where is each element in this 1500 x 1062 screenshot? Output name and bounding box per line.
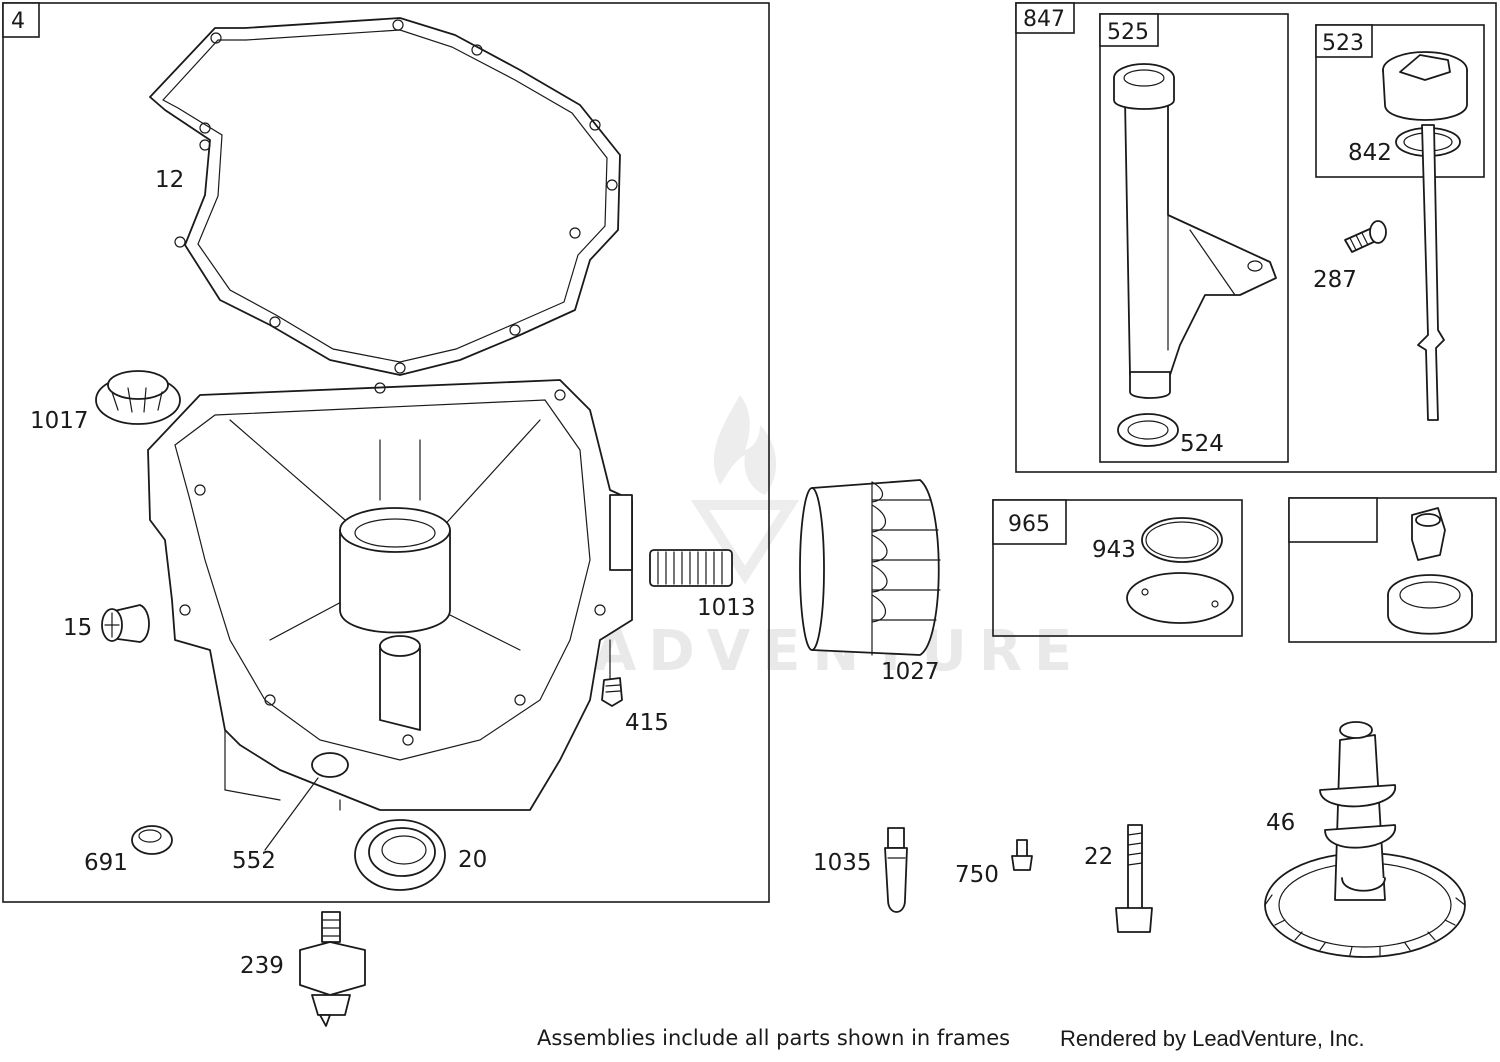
footer: Assemblies include all parts shown in fr… bbox=[0, 1026, 1500, 1056]
callout-1013: 1013 bbox=[697, 595, 756, 621]
callout-1035: 1035 bbox=[813, 850, 872, 876]
dipstick-tube-frame: 525 bbox=[1099, 13, 1289, 463]
callout-22: 22 bbox=[1084, 844, 1113, 870]
callout-842: 842 bbox=[1348, 140, 1392, 166]
callout-552: 552 bbox=[232, 848, 276, 874]
callout-1027: 1027 bbox=[881, 659, 940, 685]
seal-691-part[interactable] bbox=[131, 825, 173, 855]
oil-pickup-frame: 965 bbox=[992, 499, 1243, 637]
callout-239: 239 bbox=[240, 953, 284, 979]
oil-filter-part[interactable] bbox=[799, 479, 941, 656]
crankcase-cover-body[interactable] bbox=[147, 379, 633, 811]
pin-1035-part[interactable] bbox=[884, 827, 908, 913]
drain-plug-part[interactable] bbox=[101, 604, 150, 643]
gasket-part[interactable] bbox=[149, 17, 621, 376]
oil-pump-frame bbox=[1288, 497, 1497, 643]
crankcase-cover-frame: 4 bbox=[2, 2, 770, 903]
screw-287-part[interactable] bbox=[1344, 220, 1387, 253]
pressure-switch-part[interactable] bbox=[299, 911, 366, 1027]
frame-tag-523: 523 bbox=[1322, 31, 1364, 56]
dipstick-cap-frame: 523 bbox=[1315, 24, 1485, 178]
dipstick-part[interactable] bbox=[1382, 51, 1468, 421]
plug-415-part[interactable] bbox=[601, 677, 623, 707]
screw-750-part[interactable] bbox=[1011, 839, 1033, 871]
oil-pump-part[interactable] bbox=[1387, 507, 1473, 635]
frame-tag-847: 847 bbox=[1023, 7, 1065, 32]
callout-46: 46 bbox=[1266, 810, 1295, 836]
callout-415: 415 bbox=[625, 710, 669, 736]
callout-524: 524 bbox=[1180, 431, 1224, 457]
oil-seal-part[interactable] bbox=[354, 819, 446, 891]
oil-seal-cover-part[interactable] bbox=[95, 370, 181, 425]
frame-tag-4: 4 bbox=[11, 9, 25, 34]
dipstick-tube-part[interactable] bbox=[1113, 63, 1277, 447]
callout-1017: 1017 bbox=[30, 408, 89, 434]
callout-943: 943 bbox=[1092, 537, 1136, 563]
callout-287: 287 bbox=[1313, 267, 1357, 293]
camshaft-part[interactable] bbox=[1264, 721, 1466, 958]
frame-tag-525: 525 bbox=[1107, 20, 1149, 45]
callout-750: 750 bbox=[955, 862, 999, 888]
footer-note: Assemblies include all parts shown in fr… bbox=[537, 1026, 1011, 1050]
callout-20: 20 bbox=[458, 847, 487, 873]
callout-691: 691 bbox=[84, 850, 128, 876]
bolt-22-part[interactable] bbox=[1115, 824, 1153, 933]
fitting-1013-part[interactable] bbox=[649, 549, 733, 587]
frame-tag-965: 965 bbox=[1008, 512, 1050, 537]
callout-15: 15 bbox=[63, 615, 92, 641]
pickup-plate-part[interactable] bbox=[1126, 572, 1234, 624]
dipstick-frame: 847 bbox=[1015, 2, 1497, 473]
footer-credit: Rendered by LeadVenture, Inc. bbox=[1060, 1026, 1365, 1051]
o-ring-943-part[interactable] bbox=[1141, 517, 1223, 563]
callout-12: 12 bbox=[155, 167, 184, 193]
